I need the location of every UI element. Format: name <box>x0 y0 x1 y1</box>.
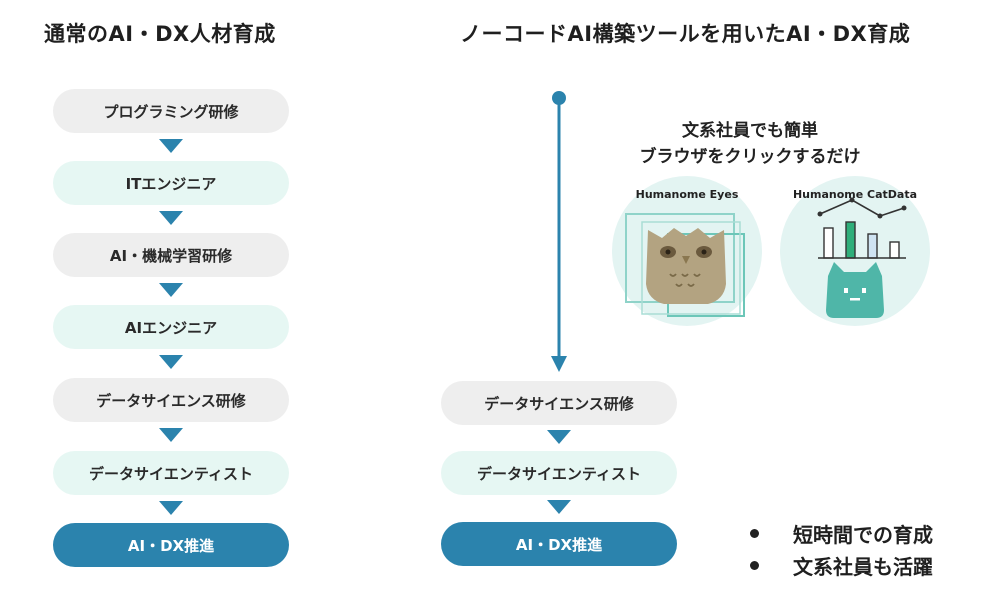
left-step-2: ITエンジニア <box>53 161 289 205</box>
left-column-title: 通常のAI・DX人材育成 <box>44 22 276 46</box>
left-step-7: AI・DX推進 <box>53 523 289 567</box>
flow-arrow-icon <box>159 501 183 515</box>
flow-arrow-icon <box>547 500 571 514</box>
flow-arrow-icon <box>547 430 571 444</box>
right-step-1: データサイエンス研修 <box>441 381 677 425</box>
flow-arrow-icon <box>159 355 183 369</box>
tool-caption: 文系社員でも簡単 ブラウザをクリックするだけ <box>615 118 885 170</box>
tool-name-humanome-eyes: Humanome Eyes <box>635 188 739 201</box>
right-step-2: データサイエンティスト <box>441 451 677 495</box>
connector-arrowhead-icon <box>551 356 567 372</box>
flow-arrow-icon <box>159 211 183 225</box>
left-step-4: AIエンジニア <box>53 305 289 349</box>
bullet-icon <box>750 528 759 538</box>
bullet-icon <box>750 560 759 570</box>
left-step-6: データサイエンティスト <box>53 451 289 495</box>
benefit-list: 短時間での育成 文系社員も活躍 <box>750 517 933 581</box>
left-step-3: AI・機械学習研修 <box>53 233 289 277</box>
left-step-1: プログラミング研修 <box>53 89 289 133</box>
tool-name-humanome-catdata: Humanome CatData <box>792 188 918 201</box>
flow-arrow-icon <box>159 283 183 297</box>
left-step-5: データサイエンス研修 <box>53 378 289 422</box>
right-step-3: AI・DX推進 <box>441 522 677 566</box>
benefit-text: 文系社員も活躍 <box>793 554 933 579</box>
benefit-text: 短時間での育成 <box>793 522 933 547</box>
cat-chart-icon <box>817 197 907 318</box>
flow-arrow-icon <box>159 139 183 153</box>
owl-icon <box>625 213 745 317</box>
list-item: 短時間での育成 <box>750 517 933 549</box>
tool-caption-line-2: ブラウザをクリックするだけ <box>639 147 861 167</box>
shortcut-connector <box>551 91 567 372</box>
right-column-title: ノーコードAI構築ツールを用いたAI・DX育成 <box>460 22 911 46</box>
list-item: 文系社員も活躍 <box>750 549 933 581</box>
flow-arrow-icon <box>159 428 183 442</box>
tool-caption-line-1: 文系社員でも簡単 <box>682 121 818 141</box>
